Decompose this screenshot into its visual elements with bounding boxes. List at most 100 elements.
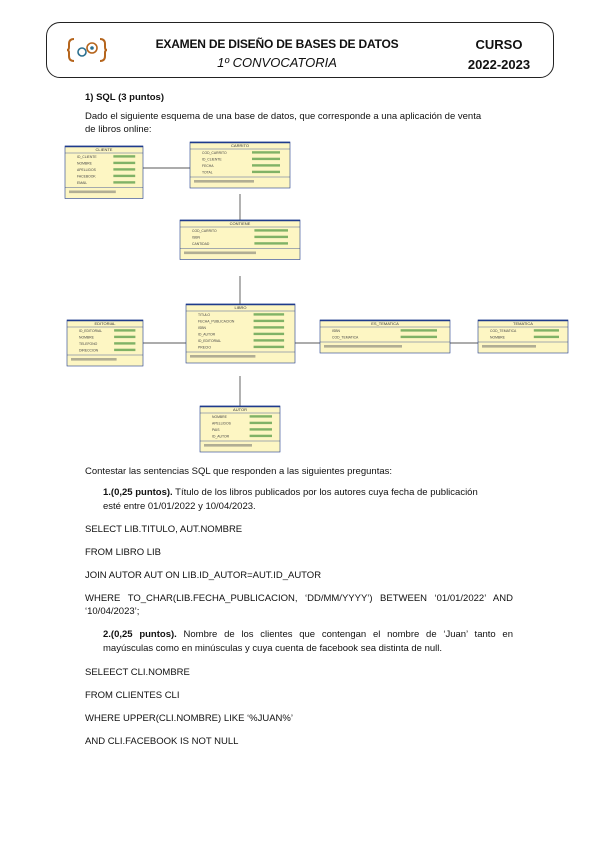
schema-column-name: PAIS xyxy=(212,428,220,432)
question-2-line-1: 2.(0,25 puntos). Nombre de los clientes … xyxy=(103,629,513,642)
q1-sql-line-1: SELECT LIB.TITULO, AUT.NOMBRE xyxy=(85,524,243,535)
q1-sql-line-4b: ‘10/04/2023’; xyxy=(85,606,140,617)
header-year: 2022-2023 xyxy=(467,57,531,72)
schema-column-type xyxy=(253,345,285,349)
schema-column-type xyxy=(249,421,272,425)
schema-column-name: ISBN xyxy=(192,236,200,240)
q2-sql-line-2: FROM CLIENTES CLI xyxy=(85,690,180,701)
schema-table-title: EDITORIAL xyxy=(94,321,116,326)
schema-column-name: COD_TEMATICA xyxy=(490,329,517,333)
schema-key-constraint xyxy=(190,355,256,358)
schema-column-name: ID_AUTOR xyxy=(212,435,230,439)
question-2-number: 2.(0,25 puntos). xyxy=(103,629,177,640)
schema-column-type xyxy=(252,164,280,167)
schema-table-title: CLIENTE xyxy=(96,147,113,152)
section-heading: 1) SQL (3 puntos) xyxy=(85,92,164,103)
schema-column-name: ISBN xyxy=(198,326,206,330)
schema-column-name: EMAIL xyxy=(77,181,87,185)
schema-column-name: COD_CARRITO xyxy=(202,151,227,155)
schema-column-type xyxy=(254,229,288,232)
schema-column-name: ID_AUTOR xyxy=(198,333,216,337)
schema-column-type xyxy=(113,181,136,184)
schema-table-editorial: EDITORIAL ID_EDITORIAL NOMBRE TELEFONO DIREC… xyxy=(66,319,144,367)
schema-column-name: DIRECCION xyxy=(79,349,99,353)
schema-column-type xyxy=(252,170,280,174)
question-1-number: 1.(0,25 puntos). xyxy=(103,487,173,498)
schema-table-title: LIBRO xyxy=(234,305,246,310)
schema-column-name: NOMBRE xyxy=(77,162,93,166)
schema-column-type xyxy=(252,151,280,154)
schema-column-name: ISBN xyxy=(332,329,340,333)
schema-column-type xyxy=(249,434,272,438)
schema-table-title: TEMATICA xyxy=(513,321,533,326)
schema-column-type xyxy=(254,235,288,239)
schema-column-type xyxy=(249,428,272,431)
schema-column-type xyxy=(253,332,285,336)
q2-sql-line-1: SELEECT CLI.NOMBRE xyxy=(85,667,190,678)
schema-table-title: ES_TEMATICA xyxy=(371,321,399,326)
q2-sql-line-4: AND CLI.FACEBOOK IS NOT NULL xyxy=(85,736,239,747)
schema-column-name: CANTIDAD xyxy=(192,242,210,246)
schema-column-type xyxy=(253,326,285,329)
schema-column-type xyxy=(113,168,136,171)
header-curso-label: CURSO xyxy=(475,37,523,52)
schema-table-tematica: TEMATICA COD_TEMATICA NOMBRE xyxy=(477,319,569,354)
q1-sql-line-2: FROM LIBRO LIB xyxy=(85,547,162,558)
schema-table-carrito: CARRITO COD_CARRITO ID_CLIENTE FECHA TOTAL xyxy=(189,141,291,189)
q1-sql-line-4a: WHERE TO_CHAR(LIB.FECHA_PUBLICACION, ‘DD… xyxy=(85,593,513,604)
schema-column-name: ID_EDITORIAL xyxy=(79,329,102,333)
schema-table-clientes: CLIENTEID_CLIENTENOMBREAPELLIDOSFACEBOOK… xyxy=(64,145,144,199)
schema-column-type xyxy=(114,342,136,345)
schema-column-type xyxy=(533,335,559,339)
schema-key-constraint xyxy=(71,358,117,361)
schema-table-title: AUTOR xyxy=(233,407,247,412)
schema-table-autor: AUTOR NOMBRE APELLIDOS PAIS ID_AUTOR xyxy=(199,405,281,453)
schema-column-type xyxy=(113,161,136,165)
question-2-text: Nombre de los clientes que contengan el … xyxy=(176,629,513,640)
schema-column-name: ID_CLIENTE xyxy=(202,158,222,162)
schema-column-type xyxy=(252,157,280,161)
schema-key-constraint xyxy=(482,345,536,348)
question-1-line-1: 1.(0,25 puntos). Título de los libros pu… xyxy=(103,487,513,500)
header-box: EXAMEN DE DISEÑO DE BASES DE DATOS 1º CO… xyxy=(46,22,554,78)
schema-column-name: TOTAL xyxy=(202,171,213,175)
schema-column-name: APELLIDOS xyxy=(212,422,232,426)
schema-table-contiene: CONTIENE COD_CARRITO ISBN CANTIDAD xyxy=(179,219,301,260)
schema-column-type xyxy=(249,415,272,418)
schema-key-constraint xyxy=(69,190,116,194)
schema-key-constraint xyxy=(204,444,252,447)
schema-key-constraint xyxy=(184,251,256,255)
schema-column-type xyxy=(113,174,136,178)
header-subtitle: 1º CONVOCATORIA xyxy=(217,55,337,70)
schema-column-type xyxy=(400,335,437,339)
schema-column-type xyxy=(114,335,136,339)
schema-table-title: CONTIENE xyxy=(230,221,251,226)
schema-column-name: NOMBRE xyxy=(490,336,506,340)
schema-table-libro: LIBRO TITULO FECHA_PUBLICACION ISBN ID_AUTOR… xyxy=(185,303,296,364)
schema-table-box xyxy=(64,145,144,199)
schema-column-name: NOMBRE xyxy=(79,336,95,340)
schema-key-constraint xyxy=(194,180,254,183)
q1-sql-line-3: JOIN AUTOR AUT ON LIB.ID_AUTOR=AUT.ID_AU… xyxy=(85,570,322,581)
schema-column-name: FECHA xyxy=(202,164,214,168)
instructions: Contestar las sentencias SQL que respond… xyxy=(85,466,393,477)
schema-table-title: CARRITO xyxy=(231,143,249,148)
schema-column-name: COD_CARRITO xyxy=(192,229,217,233)
schema-column-name: TELEFONO xyxy=(79,342,98,346)
schema-column-type xyxy=(400,329,437,332)
schema-column-type xyxy=(253,319,285,323)
intro-line-2: de libros online: xyxy=(85,124,152,135)
q2-sql-line-3: WHERE UPPER(CLI.NOMBRE) LIKE ‘%JUAN%’ xyxy=(85,713,293,724)
schema-column-name: FECHA_PUBLICACION xyxy=(198,320,235,324)
schema-column-name: PRECIO xyxy=(198,346,211,350)
schema-key-constraint xyxy=(324,345,402,348)
schema-column-name: NOMBRE xyxy=(212,415,228,419)
schema-column-type xyxy=(113,155,136,158)
schema-column-name: FACEBOOK xyxy=(77,175,96,179)
schema-column-name: TITULO xyxy=(198,313,210,317)
question-1-text: Título de los libros publicados por los … xyxy=(172,487,478,498)
intro-line-1: Dado el siguiente esquema de una base de… xyxy=(85,111,482,122)
question-2-line-2: mayúsculas como en minúsculas y cuya cue… xyxy=(103,643,443,654)
database-schema-diagram: CLIENTE ID_CLIENTE NOMBRE APELLIDOS FACEBOOK… xyxy=(64,141,569,453)
